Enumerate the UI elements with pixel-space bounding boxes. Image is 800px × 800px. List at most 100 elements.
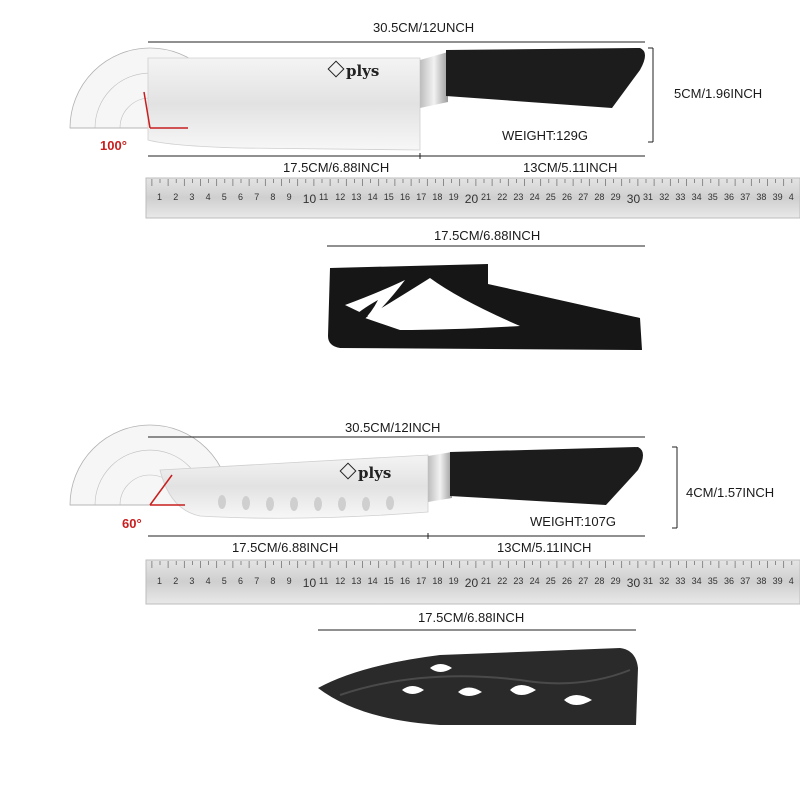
- ruler-number: 17: [416, 576, 427, 586]
- ruler-number: 4: [205, 576, 211, 586]
- ruler-number: 29: [610, 192, 621, 202]
- knife-1-blade-label: 17.5CM/6.88INCH: [283, 160, 390, 175]
- ruler-number: 21: [481, 192, 492, 202]
- knife-1-handle-label: 13CM/5.11INCH: [523, 160, 618, 175]
- ruler-number: 34: [691, 192, 702, 202]
- ruler-number: 1: [157, 576, 163, 586]
- brand-mark-icon: [327, 60, 345, 78]
- ruler-number: 6: [238, 192, 244, 202]
- knife-1-angle-label: 100°: [100, 138, 127, 153]
- ruler-number: 4: [788, 576, 794, 586]
- ruler-number: 1: [157, 192, 163, 202]
- ruler-number: 25: [545, 192, 556, 202]
- brand-mark-icon: [339, 462, 357, 480]
- knife-1-weight-label: WEIGHT:129G: [502, 128, 588, 143]
- ruler-number: 24: [529, 192, 540, 202]
- ruler-number: 10: [302, 192, 317, 206]
- ruler-number: 2: [173, 576, 179, 586]
- ruler-number: 3: [189, 192, 195, 202]
- ruler-number: 7: [254, 576, 260, 586]
- ruler-number: 39: [772, 192, 783, 202]
- ruler-1: [145, 177, 800, 219]
- ruler-number: 18: [432, 576, 443, 586]
- ruler-number: 23: [513, 192, 524, 202]
- ruler-number: 33: [675, 192, 686, 202]
- ruler-number: 15: [383, 576, 394, 586]
- ruler-number: 34: [691, 576, 702, 586]
- ruler-number: 31: [643, 576, 654, 586]
- ruler-number: 12: [335, 576, 346, 586]
- ruler-number: 38: [756, 576, 767, 586]
- ruler-number: 14: [367, 192, 378, 202]
- ruler-number: 35: [707, 576, 718, 586]
- ruler-number: 6: [238, 576, 244, 586]
- ruler-number: 20: [464, 576, 479, 590]
- ruler-number: 30: [626, 192, 641, 206]
- ruler-number: 15: [383, 192, 394, 202]
- ruler-number: 29: [610, 576, 621, 586]
- ruler-number: 22: [497, 576, 508, 586]
- knife-2-handle-label: 13CM/5.11INCH: [497, 540, 592, 555]
- ruler-number: 36: [724, 576, 735, 586]
- ruler-number: 8: [270, 576, 276, 586]
- ruler-number: 16: [400, 576, 411, 586]
- ruler-number: 3: [189, 576, 195, 586]
- ruler-number: 11: [319, 192, 329, 202]
- ruler-number: 14: [367, 576, 378, 586]
- ruler-number: 8: [270, 192, 276, 202]
- ruler-number: 9: [286, 192, 292, 202]
- ruler-number: 33: [675, 576, 686, 586]
- ruler-number: 5: [221, 192, 227, 202]
- knife-2: [69, 424, 678, 539]
- ruler-number: 16: [400, 192, 411, 202]
- ruler-number: 19: [448, 192, 459, 202]
- ruler-number: 30: [626, 576, 641, 590]
- ruler-number: 25: [545, 576, 556, 586]
- ruler-number: 11: [319, 576, 329, 586]
- ruler-number: 28: [594, 192, 605, 202]
- ruler-number: 38: [756, 192, 767, 202]
- knife-2-height-label: 4CM/1.57INCH: [686, 485, 775, 500]
- knife-2-weight-label: WEIGHT:107G: [530, 514, 616, 529]
- ruler-number: 7: [254, 192, 260, 202]
- ruler-number: 21: [481, 576, 492, 586]
- ruler-number: 23: [513, 576, 524, 586]
- ruler-number: 4: [205, 192, 211, 202]
- knife-2-blade-label: 17.5CM/6.88INCH: [232, 540, 339, 555]
- knife-1-height-label: 5CM/1.96INCH: [674, 86, 763, 101]
- ruler-number: 35: [707, 192, 718, 202]
- sheath-1: [327, 245, 645, 350]
- ruler-number: 18: [432, 192, 443, 202]
- knife-1-brand-logo: plys: [327, 60, 379, 80]
- ruler-number: 27: [578, 192, 589, 202]
- knife-2-length-label: 30.5CM/12INCH: [345, 420, 441, 435]
- ruler-number: 13: [351, 192, 362, 202]
- ruler-number: 26: [562, 576, 573, 586]
- ruler-number: 32: [659, 192, 670, 202]
- ruler-number: 32: [659, 576, 670, 586]
- ruler-number: 22: [497, 192, 508, 202]
- ruler-number: 37: [740, 192, 751, 202]
- ruler-number: 17: [416, 192, 427, 202]
- knife-1: [69, 41, 654, 159]
- knife-1-length-label: 30.5CM/12UNCH: [373, 20, 475, 35]
- knife-2-angle-label: 60°: [122, 516, 142, 531]
- ruler-number: 4: [788, 192, 794, 202]
- ruler-number: 24: [529, 576, 540, 586]
- ruler-number: 13: [351, 576, 362, 586]
- ruler-number: 39: [772, 576, 783, 586]
- sheath-2-length-label: 17.5CM/6.88INCH: [418, 610, 525, 625]
- ruler-number: 12: [335, 192, 346, 202]
- ruler-number: 19: [448, 576, 459, 586]
- sheath-1-length-label: 17.5CM/6.88INCH: [434, 228, 541, 243]
- ruler-number: 5: [221, 576, 227, 586]
- ruler-2: [145, 559, 800, 605]
- sheath-2: [318, 629, 638, 725]
- ruler-number: 10: [302, 576, 317, 590]
- ruler-number: 31: [643, 192, 654, 202]
- ruler-number: 36: [724, 192, 735, 202]
- ruler-number: 26: [562, 192, 573, 202]
- ruler-number: 27: [578, 576, 589, 586]
- ruler-number: 9: [286, 576, 292, 586]
